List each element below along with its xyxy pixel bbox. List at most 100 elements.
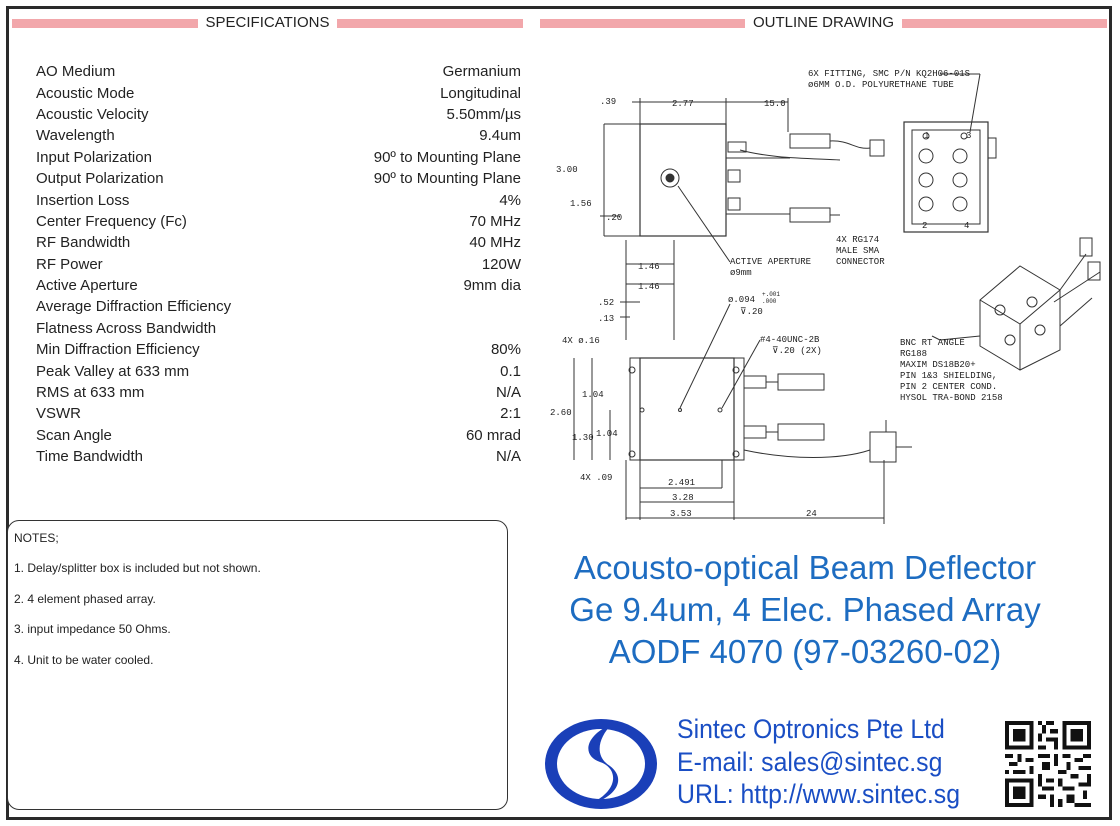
dim-text: 2.77 bbox=[672, 99, 694, 109]
spec-value: 0.1 bbox=[500, 362, 521, 380]
spec-label: Active Aperture bbox=[36, 277, 138, 295]
dim-text: #4-40UNC-2B bbox=[760, 335, 820, 345]
product-title-line-1: Acousto-optical Beam Deflector bbox=[573, 549, 1037, 586]
spec-value: 9mm dia bbox=[463, 277, 521, 295]
dim-text: 3.00 bbox=[556, 165, 578, 175]
spec-value: 120W bbox=[481, 255, 521, 273]
band-bar-right bbox=[337, 18, 523, 28]
spec-row: Output Polarization 90º to Mounting Plane bbox=[36, 168, 521, 189]
dim-text: .20 bbox=[606, 213, 622, 223]
callout-text: PIN 2 CENTER COND. bbox=[900, 382, 997, 392]
spec-value: 90º to Mounting Plane bbox=[373, 148, 521, 166]
company-url: URL: http://www.sintec.sg bbox=[677, 779, 961, 809]
spec-value: 80% bbox=[490, 341, 521, 359]
spec-value: Longitudinal bbox=[440, 84, 521, 102]
spec-label: Min Diffraction Efficiency bbox=[36, 341, 200, 359]
spec-label: Flatness Across Bandwidth bbox=[36, 319, 217, 337]
spec-label: Insertion Loss bbox=[36, 191, 130, 209]
spec-label: Average Diffraction Efficiency bbox=[36, 298, 232, 316]
spec-value: 5.50mm/µs bbox=[446, 105, 522, 123]
dim-text: 4X ø.16 bbox=[562, 336, 600, 346]
callout-text: 6X FITTING, SMC P/N KQ2H06-01S bbox=[808, 69, 970, 79]
outline-drawing: .39 2.77 15.0 3.00 1.56 .20 1.46 1.46 .5… bbox=[550, 69, 1101, 524]
dim-text: 3.28 bbox=[672, 493, 694, 503]
dim-text: ⊽.20 (2X) bbox=[772, 346, 822, 356]
dim-text: .39 bbox=[600, 97, 616, 107]
dim-text: 1.30 bbox=[572, 433, 594, 443]
qr-code-icon bbox=[1005, 721, 1091, 807]
dim-text: 1.04 bbox=[596, 429, 618, 439]
spec-label: Acoustic Mode bbox=[36, 84, 135, 102]
spec-label: RF Power bbox=[36, 255, 103, 273]
dim-text: 2.491 bbox=[668, 478, 695, 488]
spec-value: N/A bbox=[495, 384, 521, 402]
spec-label: RMS at 633 mm bbox=[36, 384, 145, 402]
spec-label: VSWR bbox=[36, 405, 81, 423]
callout-text: ACTIVE APERTURE bbox=[730, 257, 811, 267]
spec-row: Min Diffraction Efficiency 80% bbox=[36, 339, 521, 360]
company-email: E-mail: sales@sintec.sg bbox=[677, 747, 943, 777]
band-bar-right bbox=[902, 18, 1107, 28]
pin-label: 2 bbox=[922, 221, 927, 231]
outline-band: OUTLINE DRAWING bbox=[540, 15, 1107, 30]
callout-text: 4X RG174 bbox=[836, 235, 879, 245]
spec-value: N/A bbox=[495, 448, 521, 466]
notes-title: NOTES; bbox=[14, 531, 59, 545]
spec-row: Acoustic Mode Longitudinal bbox=[36, 82, 521, 103]
dim-text: .52 bbox=[598, 298, 614, 308]
dim-text: 24 bbox=[806, 509, 817, 519]
callout-text: ø6MM O.D. POLYURETHANE TUBE bbox=[808, 80, 954, 90]
dim-text: ⊽.20 bbox=[740, 307, 763, 317]
note-item: 1. Delay/splitter box is included but no… bbox=[14, 561, 261, 575]
spec-row: Time Bandwidth N/A bbox=[36, 446, 521, 467]
note-item: 4. Unit to be water cooled. bbox=[14, 653, 154, 667]
spec-label: AO Medium bbox=[36, 63, 116, 81]
spec-value: 60 mrad bbox=[465, 426, 521, 444]
spec-label: Output Polarization bbox=[36, 170, 164, 188]
dim-text: 1.46 bbox=[638, 262, 660, 272]
spec-row: Average Diffraction Efficiency bbox=[36, 296, 521, 317]
spec-value: 4% bbox=[499, 191, 521, 209]
callout-text: MAXIM DS18B20+ bbox=[900, 360, 976, 370]
spec-value: 40 MHz bbox=[469, 234, 521, 252]
dim-text: 3.53 bbox=[670, 509, 692, 519]
spec-row: Peak Valley at 633 mm 0.1 bbox=[36, 360, 521, 381]
dim-text: .000 bbox=[762, 298, 777, 305]
spec-value: 9.4um bbox=[479, 127, 521, 145]
spec-label: Peak Valley at 633 mm bbox=[36, 362, 190, 380]
band-bar-left bbox=[540, 18, 745, 28]
spec-row: Acoustic Velocity 5.50mm/µs bbox=[36, 104, 521, 125]
callout-text: HYSOL TRA-BOND 2158 bbox=[900, 393, 1003, 403]
spec-row: Wavelength 9.4um bbox=[36, 125, 521, 146]
band-bar-left bbox=[12, 18, 198, 28]
spec-value: 90º to Mounting Plane bbox=[373, 170, 521, 188]
dim-text: 1.56 bbox=[570, 199, 592, 209]
spec-row: Flatness Across Bandwidth bbox=[36, 318, 521, 339]
callout-text: CONNECTOR bbox=[836, 257, 885, 267]
spec-row: Insertion Loss 4% bbox=[36, 189, 521, 210]
note-item: 2. 4 element phased array. bbox=[14, 592, 156, 606]
callout-text: RG188 bbox=[900, 349, 927, 359]
spec-label: Acoustic Velocity bbox=[36, 105, 149, 123]
dim-text: 1.46 bbox=[638, 282, 660, 292]
callout-text: ø9mm bbox=[730, 268, 752, 278]
dim-text: 15.0 bbox=[764, 99, 786, 109]
dim-text: ø.094 bbox=[728, 295, 755, 305]
company-name: Sintec Optronics Pte Ltd bbox=[677, 714, 945, 744]
dim-text: 4X .09 bbox=[580, 473, 612, 483]
pin-label: 3 bbox=[966, 131, 971, 141]
company-logo-icon bbox=[545, 719, 657, 809]
spec-row: RMS at 633 mm N/A bbox=[36, 382, 521, 403]
specifications-band: SPECIFICATIONS bbox=[12, 15, 523, 30]
callout-text: MALE SMA bbox=[836, 246, 880, 256]
spec-label: Wavelength bbox=[36, 127, 115, 145]
spec-label: Scan Angle bbox=[36, 426, 112, 444]
dim-text: +.001 bbox=[762, 291, 780, 298]
spec-row: Center Frequency (Fc)70 MHz bbox=[36, 211, 521, 232]
spec-label: Time Bandwidth bbox=[36, 448, 143, 466]
note-item: 3. input impedance 50 Ohms. bbox=[14, 622, 171, 636]
dim-text: 2.60 bbox=[550, 408, 572, 418]
